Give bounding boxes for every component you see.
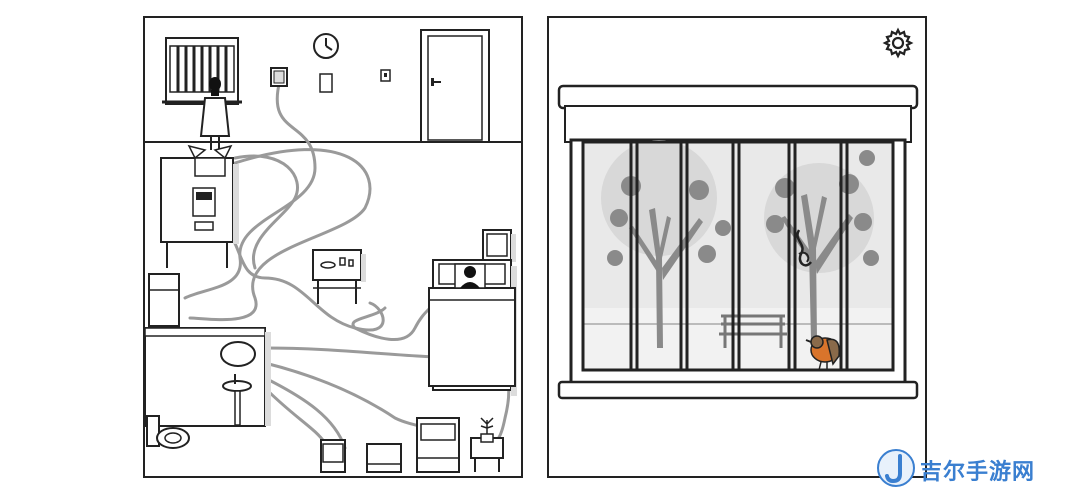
window-bars [581,140,895,372]
kitchen-counter[interactable] [160,157,239,268]
room-map [145,29,523,473]
nightstand[interactable] [416,417,460,473]
room-map-panel [143,16,523,478]
small-table[interactable] [312,249,366,304]
cabinet[interactable] [148,273,180,327]
back-window[interactable] [162,37,242,105]
bathroom-sink[interactable] [222,374,252,426]
potted-plant[interactable] [470,417,504,472]
window-view-panel [547,16,927,478]
shadow-figure[interactable] [454,263,486,289]
blind-rail [557,84,919,110]
light-switch[interactable] [380,69,391,82]
settings-button[interactable] [881,26,915,60]
trash-bin[interactable] [320,439,346,473]
room-door[interactable] [420,29,490,143]
watermark-text: 吉尔手游网 [920,460,1036,485]
window-sill [557,380,919,400]
picture-frame[interactable] [482,229,516,262]
cardboard-box[interactable] [187,144,233,160]
toilet[interactable] [146,415,190,449]
storage-box[interactable] [366,443,402,473]
wall-clock[interactable] [313,33,339,59]
bathroom-mirror[interactable] [220,341,256,367]
robin-bird[interactable] [805,335,840,371]
wall-panel[interactable] [270,67,288,87]
rolled-blind[interactable] [564,105,912,143]
watermark: 吉尔手游网 [876,448,1076,490]
gear-icon [882,27,914,59]
j-logo-icon [877,449,915,487]
wall-note[interactable] [319,73,333,93]
girl-character [199,77,231,150]
window-scene [557,84,919,400]
